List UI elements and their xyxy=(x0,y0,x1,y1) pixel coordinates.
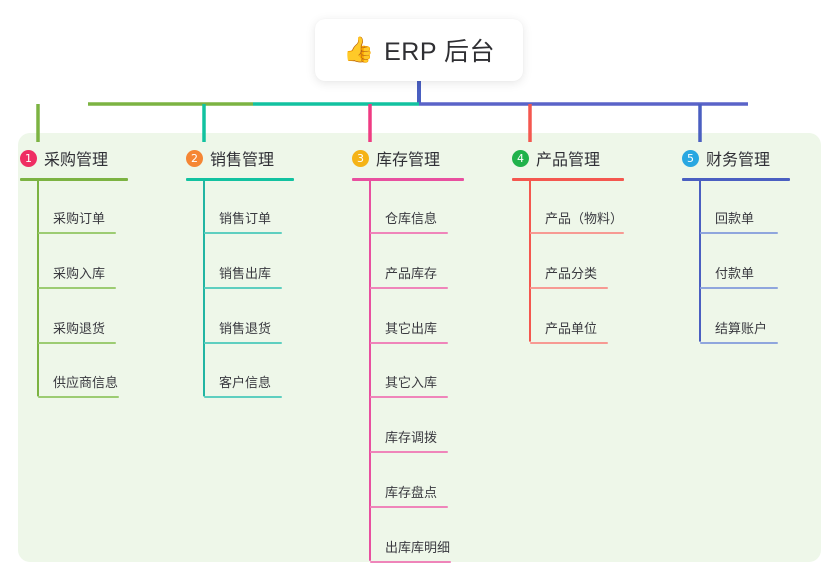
leaf-label: 产品单位 xyxy=(545,320,598,336)
leaf-label: 产品分类 xyxy=(545,265,598,281)
leaf-underline xyxy=(204,232,282,234)
leaf-item[interactable]: 库存盘点 xyxy=(370,482,448,508)
leaf-underline xyxy=(38,341,116,344)
leaf-underline xyxy=(370,451,448,454)
leaf-label: 客户信息 xyxy=(219,375,272,391)
branch-title: 财务管理 xyxy=(706,152,771,169)
branch-title: 采购管理 xyxy=(44,152,109,169)
branch-underline xyxy=(352,178,464,181)
leaf-label: 其它出库 xyxy=(385,320,438,336)
leaf-item[interactable]: 产品分类 xyxy=(530,263,608,289)
leaf-label: 库存盘点 xyxy=(385,485,438,500)
leaf-underline xyxy=(370,286,448,289)
leaf-underline xyxy=(370,232,448,234)
branch-header-2[interactable]: 2 销售管理 xyxy=(186,145,294,171)
leaf-item[interactable]: 销售订单 xyxy=(204,208,282,234)
branch-header-4[interactable]: 4 产品管理 xyxy=(512,145,624,171)
leaf-label: 付款单 xyxy=(715,265,755,281)
branch-underline xyxy=(512,178,624,181)
branch-number-badge: 3 xyxy=(352,149,369,167)
leaf-underline xyxy=(370,506,448,508)
branch-title: 产品管理 xyxy=(536,152,601,169)
branch-2: 2 销售管理 xyxy=(186,145,294,181)
branch-number-badge: 2 xyxy=(186,149,203,167)
leaf-label: 采购订单 xyxy=(53,211,106,226)
leaf-label: 销售退货 xyxy=(219,320,272,336)
leaf-label: 采购退货 xyxy=(53,320,106,336)
leaf-item[interactable]: 供应商信息 xyxy=(38,372,121,399)
leaf-label: 仓库信息 xyxy=(385,211,438,226)
leaf-label: 产品（物料） xyxy=(545,211,624,226)
leaf-label: 其它入库 xyxy=(385,375,438,391)
leaf-underline xyxy=(370,560,452,563)
leaf-label: 销售订单 xyxy=(219,211,272,226)
leaf-underline xyxy=(38,396,120,399)
leaf-item[interactable]: 库存调拨 xyxy=(370,427,448,454)
branch-underline xyxy=(186,178,294,181)
leaf-underline xyxy=(530,232,625,234)
thumbs-up-icon: 👍 xyxy=(342,35,375,64)
leaf-underline xyxy=(700,232,778,234)
leaf-underline xyxy=(204,286,282,289)
branch-header-5[interactable]: 5 财务管理 xyxy=(682,145,790,171)
branch-title: 库存管理 xyxy=(376,152,441,169)
leaf-item[interactable]: 付款单 xyxy=(700,263,778,289)
leaf-item[interactable]: 销售出库 xyxy=(204,263,282,289)
leaf-item[interactable]: 出库库明细 xyxy=(370,537,453,563)
leaf-underline xyxy=(38,286,116,289)
leaf-label: 采购入库 xyxy=(53,265,106,281)
leaf-underline xyxy=(370,396,448,399)
leaf-item[interactable]: 产品单位 xyxy=(530,318,608,344)
branch-number-badge: 5 xyxy=(682,149,699,167)
branch-underline xyxy=(682,178,790,181)
leaf-label: 销售出库 xyxy=(219,265,272,281)
leaf-item[interactable]: 采购订单 xyxy=(38,208,116,234)
leaf-item[interactable]: 其它出库 xyxy=(370,318,448,344)
branch-5: 5 财务管理 xyxy=(682,145,790,181)
branch-header-1[interactable]: 1 采购管理 xyxy=(20,145,128,171)
root-node[interactable]: 👍 ERP 后台 xyxy=(315,19,523,81)
leaf-item[interactable]: 销售退货 xyxy=(204,318,282,344)
branch-4: 4 产品管理 xyxy=(512,145,624,181)
leaf-label: 产品库存 xyxy=(385,265,438,281)
branch-number-badge: 1 xyxy=(20,149,37,167)
leaf-underline xyxy=(370,341,448,344)
leaf-underline xyxy=(700,341,778,344)
leaf-item[interactable]: 产品（物料） xyxy=(530,208,626,234)
leaf-item[interactable]: 产品库存 xyxy=(370,263,448,289)
leaf-item[interactable]: 其它入库 xyxy=(370,372,448,399)
leaf-item[interactable]: 客户信息 xyxy=(204,372,282,399)
leaf-underline xyxy=(204,341,282,344)
leaf-item[interactable]: 结算账户 xyxy=(700,318,778,344)
leaf-underline xyxy=(530,341,608,344)
branches-panel xyxy=(18,133,821,562)
leaf-label: 供应商信息 xyxy=(53,375,119,391)
branch-underline xyxy=(20,178,128,181)
leaf-item[interactable]: 采购退货 xyxy=(38,318,116,344)
branch-header-3[interactable]: 3 库存管理 xyxy=(352,145,464,171)
leaf-item[interactable]: 回款单 xyxy=(700,208,778,234)
leaf-label: 回款单 xyxy=(715,211,755,226)
leaf-underline xyxy=(530,286,608,289)
root-title: ERP 后台 xyxy=(384,38,496,66)
leaf-label: 结算账户 xyxy=(715,320,768,336)
branch-3: 3 库存管理 xyxy=(352,145,464,181)
leaf-underline xyxy=(38,232,116,234)
branch-title: 销售管理 xyxy=(210,152,275,169)
leaf-item[interactable]: 仓库信息 xyxy=(370,208,448,234)
leaf-label: 库存调拨 xyxy=(385,430,438,446)
leaf-label: 出库库明细 xyxy=(385,539,451,555)
leaf-underline xyxy=(204,396,282,399)
branch-1: 1 采购管理 xyxy=(20,145,128,181)
leaf-item[interactable]: 采购入库 xyxy=(38,263,116,289)
branch-number-badge: 4 xyxy=(512,149,529,167)
leaf-underline xyxy=(700,286,778,289)
